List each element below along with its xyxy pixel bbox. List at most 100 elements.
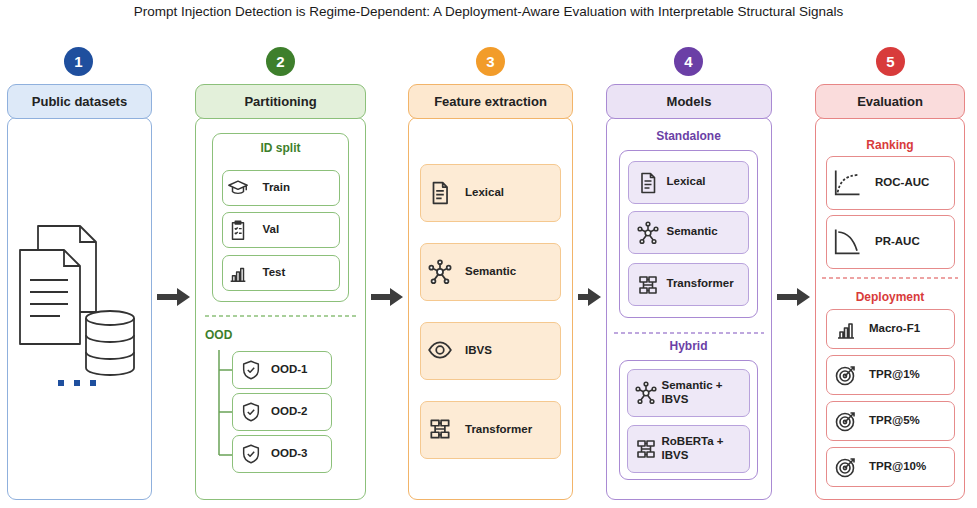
network-icon bbox=[636, 382, 656, 403]
group-label: Hybrid bbox=[620, 339, 757, 353]
step-number-circle: 4 bbox=[674, 47, 703, 76]
item-box: IBVS bbox=[420, 322, 561, 380]
item-label: OOD-3 bbox=[271, 447, 307, 461]
document-fold bbox=[80, 226, 96, 242]
item-label: TPR@10% bbox=[869, 460, 926, 474]
item-label: RoBERTa + IBVS bbox=[662, 435, 745, 463]
stage-panel: Feature extractionLexicalSemanticIBVS Tra… bbox=[408, 84, 573, 500]
item-label: Macro-F1 bbox=[869, 322, 920, 336]
step-number-circle: 3 bbox=[476, 47, 505, 76]
group-label: Standalone bbox=[620, 129, 757, 143]
item-label: OOD-1 bbox=[271, 363, 307, 377]
stage-header: Evaluation bbox=[815, 84, 965, 119]
item-box: TPR@1% bbox=[826, 355, 955, 395]
item-label: IBVS bbox=[465, 344, 492, 358]
bar-chart-icon bbox=[231, 268, 246, 281]
item-box: Transformer bbox=[420, 401, 561, 459]
section-label: Ranking bbox=[830, 138, 950, 152]
item-box: TPR@10% bbox=[826, 447, 955, 487]
stage-panel: PartitioningID splitTrainValTestOOD-1OOD… bbox=[195, 84, 366, 500]
transformer-icon bbox=[638, 441, 654, 457]
item-label: Lexical bbox=[667, 175, 706, 189]
step-number: 5 bbox=[886, 54, 894, 69]
item-box: Semantic bbox=[628, 211, 749, 254]
stage-body bbox=[7, 117, 152, 500]
dashed-separator bbox=[822, 277, 958, 279]
step-number-circle: 2 bbox=[266, 47, 295, 76]
step-number: 4 bbox=[684, 54, 692, 69]
transformer-icon bbox=[640, 277, 656, 293]
target-icon bbox=[837, 459, 855, 477]
item-box: RoBERTa + IBVS bbox=[627, 425, 750, 473]
stage-header: Feature extraction bbox=[408, 84, 573, 119]
item-label: Semantic bbox=[667, 225, 718, 239]
stage-header: Partitioning bbox=[195, 84, 366, 119]
network-icon bbox=[429, 260, 450, 283]
item-label: Train bbox=[263, 181, 290, 195]
database-bands bbox=[86, 335, 134, 359]
item-label: OOD-2 bbox=[271, 405, 307, 419]
graduation-icon bbox=[229, 181, 247, 193]
document-icon bbox=[642, 174, 655, 193]
item-label: TPR@5% bbox=[869, 414, 920, 428]
item-label: Test bbox=[263, 266, 286, 280]
document-shape bbox=[38, 226, 96, 312]
dashed-separator bbox=[205, 315, 356, 317]
ellipsis-dot bbox=[90, 380, 96, 386]
item-box: ROC-AUC bbox=[826, 156, 955, 210]
group-box: StandaloneLexicalSemanticTransformer bbox=[619, 150, 758, 318]
stage-header: Public datasets bbox=[7, 84, 152, 119]
item-box: Semantic + IBVS bbox=[627, 369, 750, 417]
shield-icon bbox=[244, 361, 259, 378]
dashed-separator bbox=[614, 332, 764, 334]
item-box: Lexical bbox=[628, 161, 749, 204]
tree-bracket bbox=[219, 350, 232, 455]
flow-arrow bbox=[578, 288, 601, 306]
item-box: Semantic bbox=[420, 243, 561, 301]
item-label: Transformer bbox=[465, 423, 532, 437]
item-label: Val bbox=[263, 223, 280, 237]
eye-icon bbox=[429, 342, 451, 357]
section-label: Deployment bbox=[830, 290, 950, 304]
group-label: ID split bbox=[213, 141, 348, 155]
document-shape bbox=[20, 250, 80, 344]
item-box: Macro-F1 bbox=[826, 309, 955, 349]
item-label: TPR@1% bbox=[869, 368, 920, 382]
step-number: 3 bbox=[486, 54, 494, 69]
pr-curve-icon bbox=[836, 230, 860, 254]
stage-panel: ModelsStandaloneLexicalSemanticTransform… bbox=[606, 84, 772, 500]
diagram-title: Prompt Injection Detection is Regime-Dep… bbox=[0, 3, 977, 21]
roc-curve-icon bbox=[836, 171, 860, 195]
item-box: OOD-1 bbox=[232, 351, 332, 389]
ellipsis-dot bbox=[74, 380, 80, 386]
item-box: OOD-3 bbox=[232, 435, 332, 473]
shield-icon bbox=[244, 403, 259, 420]
shield-icon bbox=[244, 445, 259, 462]
section-label: OOD bbox=[205, 328, 265, 342]
target-icon bbox=[837, 367, 855, 385]
stage-header: Models bbox=[606, 84, 772, 119]
item-box: Transformer bbox=[628, 263, 749, 306]
item-box: PR-AUC bbox=[826, 215, 955, 269]
item-label: Semantic + IBVS bbox=[662, 379, 745, 407]
item-label: Semantic bbox=[465, 265, 516, 279]
database-top bbox=[86, 311, 134, 325]
transformer-icon bbox=[431, 420, 448, 437]
step-number: 2 bbox=[276, 54, 284, 69]
network-icon bbox=[638, 222, 658, 243]
item-box: OOD-2 bbox=[232, 393, 332, 431]
bar-chart-icon bbox=[838, 324, 854, 338]
item-box: Lexical bbox=[420, 164, 561, 222]
item-label: Lexical bbox=[465, 186, 504, 200]
document-lines bbox=[30, 250, 80, 316]
item-box: TPR@5% bbox=[826, 401, 955, 441]
clipboard-icon bbox=[233, 221, 244, 239]
item-box: Train bbox=[222, 170, 340, 206]
dataset-illustration bbox=[20, 226, 134, 386]
item-label: ROC-AUC bbox=[875, 176, 929, 190]
step-number-circle: 5 bbox=[876, 47, 905, 76]
document-icon bbox=[434, 183, 448, 204]
step-number-circle: 1 bbox=[64, 47, 93, 76]
group-box: HybridSemantic + IBVSRoBERTa + IBVS bbox=[619, 360, 758, 480]
